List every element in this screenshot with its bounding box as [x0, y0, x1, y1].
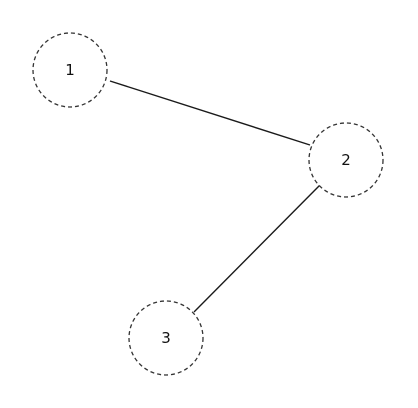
node-2-label: 2: [341, 151, 351, 169]
edges-layer: [109, 80, 321, 313]
node-3-circle: [128, 300, 204, 376]
edge-1-2: [109, 80, 311, 146]
node-1[interactable]: 1: [32, 32, 108, 108]
edge-2-3: [193, 184, 321, 313]
node-3-label: 3: [161, 329, 171, 347]
node-3[interactable]: 3: [128, 300, 204, 376]
node-1-circle: [32, 32, 108, 108]
node-2[interactable]: 2: [308, 122, 384, 198]
node-2-circle: [308, 122, 384, 198]
node-1-label: 1: [65, 61, 75, 79]
